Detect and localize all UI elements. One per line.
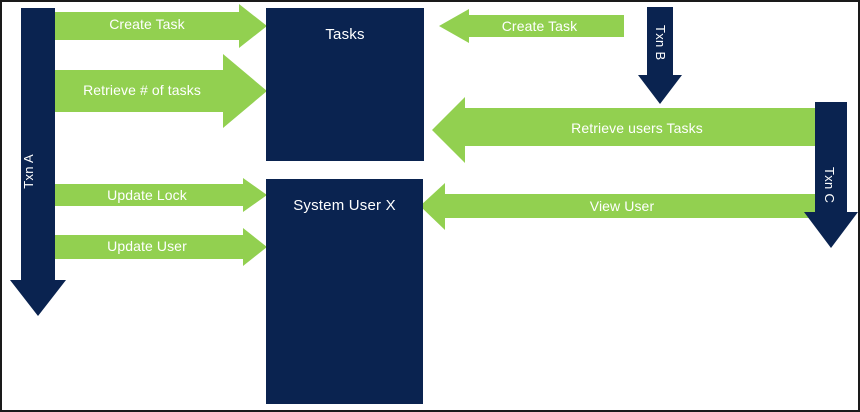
txn-arrow-a[interactable] (10, 8, 66, 316)
message-label-update-lock: Update Lock (107, 187, 187, 203)
message-label-update-user: Update User (107, 238, 187, 254)
message-arrow-create-task-left[interactable] (47, 4, 267, 48)
retrieve-num-tasks-arrow-shape (47, 54, 267, 128)
message-label-create-task-left: Create Task (109, 16, 185, 32)
node-label-system-user-x: System User X (293, 197, 396, 214)
update-lock-arrow-shape (47, 178, 267, 212)
message-label-retrieve-num-tasks: Retrieve # of tasks (83, 82, 201, 98)
txn-a-label: Txn A (21, 154, 36, 189)
node-box-system-user-x[interactable]: System User X (266, 179, 423, 404)
node-label-tasks: Tasks (325, 26, 365, 43)
txn-b-label: Txn B (653, 25, 668, 61)
message-arrow-retrieve-num-tasks[interactable] (47, 54, 267, 128)
txn-c-label: Txn C (822, 167, 837, 204)
create-task-left-arrow-shape (47, 4, 267, 48)
view-user-arrow-shape (420, 183, 820, 230)
message-label-view-user: View User (589, 198, 655, 214)
message-label-retrieve-users-tasks: Retrieve users Tasks (571, 120, 703, 136)
update-user-arrow-shape (47, 228, 267, 266)
message-arrow-update-lock[interactable] (47, 178, 267, 212)
message-arrow-retrieve-users-tasks[interactable] (432, 97, 822, 163)
txn-arrow-c[interactable] (804, 102, 858, 248)
message-arrow-update-user[interactable] (47, 228, 267, 266)
message-arrow-view-user[interactable] (420, 183, 820, 230)
message-label-create-task-right: Create Task (501, 18, 578, 34)
node-box-tasks[interactable]: Tasks (266, 8, 424, 161)
create-task-right-arrow-shape (439, 9, 624, 43)
message-arrow-create-task-right[interactable] (439, 9, 624, 43)
retrieve-users-tasks-arrow-shape (432, 97, 822, 163)
txn-a-arrow-shape (10, 8, 66, 316)
txn-arrow-b[interactable] (638, 7, 682, 104)
txn-b-arrow-shape (638, 7, 682, 104)
txn-c-arrow-shape (804, 102, 858, 248)
